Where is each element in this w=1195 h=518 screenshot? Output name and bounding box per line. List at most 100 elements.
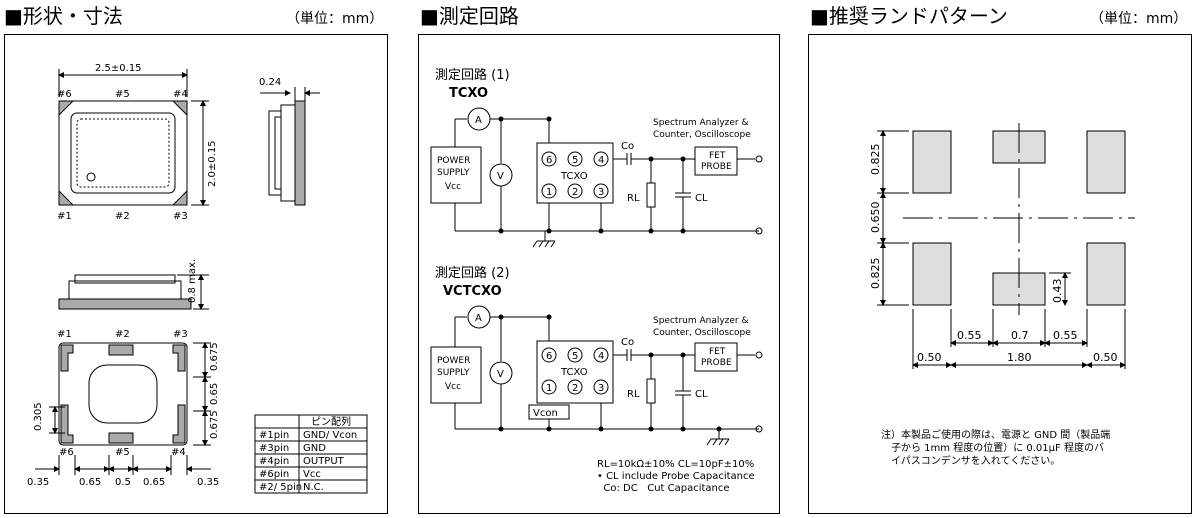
chip-pin: 6 <box>546 351 552 362</box>
dim-b4: 0.65 <box>143 477 165 488</box>
dim-b1: 0.35 <box>27 477 49 488</box>
voltmeter-label: V <box>497 369 504 380</box>
dim-side: 0.24 <box>259 77 281 88</box>
chip-pin: 5 <box>572 351 578 362</box>
dim-height: 2.0±0.15 <box>207 140 218 187</box>
chip-label: TCXO <box>560 367 588 378</box>
cl-label: CL <box>695 193 708 204</box>
dim-p3: 0.675 <box>209 410 220 439</box>
pin-table-cell: GND <box>303 443 326 454</box>
dim-b3: 0.5 <box>115 477 131 488</box>
circuit-panel: 測定回路 (1) TCXO POWER SUPPLY Vcc A V 6 5 4… <box>418 34 780 514</box>
pin-label-5: #5 <box>115 89 130 100</box>
shape-drawing: 2.5±0.15 2.0±0.15 0.24 0.8 max. 0.675 0.… <box>27 63 368 494</box>
land-note-line: 注）本製品ご使用の際は、電源と GND 間（製品端 <box>881 430 1111 441</box>
chip-pin: 1 <box>546 187 552 198</box>
btm-pin-label-1: #1 <box>57 329 72 340</box>
btm-pin-label-6: #6 <box>59 447 74 458</box>
circuit2-subtitle: VCTCXO <box>443 284 502 299</box>
co-label: Co <box>621 337 634 348</box>
vctcxo-chip <box>536 340 614 404</box>
dim-bot-h: 0.825 <box>869 258 882 290</box>
pin-table-cell: #2/ 5pin <box>259 482 302 493</box>
sa-label: Spectrum Analyzer & <box>653 316 749 326</box>
circuit2-title: 測定回路 (2) <box>435 265 510 281</box>
power-label: SUPPLY <box>437 368 470 378</box>
circuit-1: 測定回路 (1) TCXO POWER SUPPLY Vcc A V 6 5 4… <box>430 67 763 248</box>
power-label: Vcc <box>445 382 461 392</box>
fet-label: PROBE <box>701 358 732 368</box>
co-label: Co <box>621 141 634 152</box>
chip-pin: 5 <box>572 155 578 166</box>
dim-left-h: 0.305 <box>33 402 44 431</box>
pin-table-cell: #1pin <box>259 430 289 441</box>
power-label: POWER <box>437 156 470 166</box>
land-drawing: 0.825 0.650 0.825 0.43 0.55 0.7 0.55 0.5… <box>869 123 1135 369</box>
land-note-line: 子から 1mm 程度の位置）に 0.01μF 程度のバ <box>881 443 1104 454</box>
pin-table <box>254 414 368 494</box>
pin-table-header: ピン配列 <box>311 415 351 428</box>
circuit-2: 測定回路 (2) VCTCXO POWER SUPPLY Vcc A V 6 5… <box>430 265 763 494</box>
land-note-line: イパスコンデンサを入れてください。 <box>881 456 1061 467</box>
rl-label: RL <box>627 193 640 204</box>
dim-p2: 0.65 <box>209 383 220 405</box>
dim-mid-h: 0.650 <box>869 202 882 234</box>
dim-b2: 0.65 <box>79 477 101 488</box>
dim-thickness: 0.8 max. <box>187 259 198 303</box>
sa-label: Spectrum Analyzer & <box>653 118 749 128</box>
chip-pin: 3 <box>598 383 604 394</box>
chip-pin: 2 <box>572 383 578 394</box>
shape-panel: 2.5±0.15 2.0±0.15 0.24 0.8 max. 0.675 0.… <box>4 34 388 514</box>
chip-pin: 2 <box>572 187 578 198</box>
voltmeter-label: V <box>497 171 504 182</box>
shape-unit-label: （単位：mm） <box>286 11 384 27</box>
power-label: Vcc <box>445 182 461 192</box>
vcon-label: Vcon <box>533 408 558 419</box>
chip-pin: 3 <box>598 187 604 198</box>
btm-pin-label-4: #4 <box>171 447 186 458</box>
dim-180: 1.80 <box>1007 351 1032 364</box>
land-panel: 0.825 0.650 0.825 0.43 0.55 0.7 0.55 0.5… <box>808 34 1192 514</box>
dim-width: 2.5±0.15 <box>95 63 142 74</box>
sa-label: Counter, Oscilloscope <box>653 130 751 140</box>
power-label: SUPPLY <box>437 168 470 178</box>
dim-050b: 0.50 <box>1093 351 1118 364</box>
bottom-view-package <box>58 342 188 446</box>
dim-top-h: 0.825 <box>869 144 882 176</box>
pin-label-4: #4 <box>173 89 188 100</box>
circuit-note: Co: DC Cut Capacitance <box>597 483 730 494</box>
top-view-package <box>58 100 188 206</box>
land-section-title: ■推奨ランドパターン <box>810 4 1008 28</box>
circuit1-subtitle: TCXO <box>449 86 488 101</box>
chip-pin: 6 <box>546 155 552 166</box>
btm-pin-label-3: #3 <box>173 329 188 340</box>
btm-pin-label-5: #5 <box>115 447 130 458</box>
chip-pin: 4 <box>598 351 604 362</box>
chip-pin: 4 <box>598 155 604 166</box>
circuit-section-title: ■測定回路 <box>420 4 519 28</box>
side-view-package <box>268 100 306 206</box>
circuit-drawing: 測定回路 (1) TCXO POWER SUPPLY Vcc A V 6 5 4… <box>430 67 763 494</box>
circuit1-title: 測定回路 (1) <box>435 67 510 83</box>
dim-p1: 0.675 <box>209 342 220 371</box>
fet-label: FET <box>709 151 726 161</box>
pin-table-cell: N.C. <box>303 482 324 493</box>
fet-label: FET <box>709 347 726 357</box>
chip-pin: 1 <box>546 383 552 394</box>
pin-table-cell: Vcc <box>303 469 321 480</box>
pin-label-1: #1 <box>57 211 72 222</box>
circuit-note: RL=10kΩ±10% CL=10pF±10% <box>597 459 754 470</box>
dim-b5: 0.35 <box>197 477 219 488</box>
ammeter-label: A <box>475 115 482 126</box>
dim-055b: 0.55 <box>1053 329 1078 342</box>
pin-table-cell: OUTPUT <box>303 456 345 467</box>
rl-label: RL <box>627 389 640 400</box>
tcxo-chip <box>536 142 614 204</box>
front-view-package <box>58 274 192 310</box>
land-unit-label: （単位：mm） <box>1090 11 1188 27</box>
dim-050a: 0.50 <box>917 351 942 364</box>
pin-table-cell: #4pin <box>259 456 289 467</box>
power-label: POWER <box>437 356 470 366</box>
pin-table-cell: #6pin <box>259 469 289 480</box>
pin-table-cell: #3pin <box>259 443 289 454</box>
